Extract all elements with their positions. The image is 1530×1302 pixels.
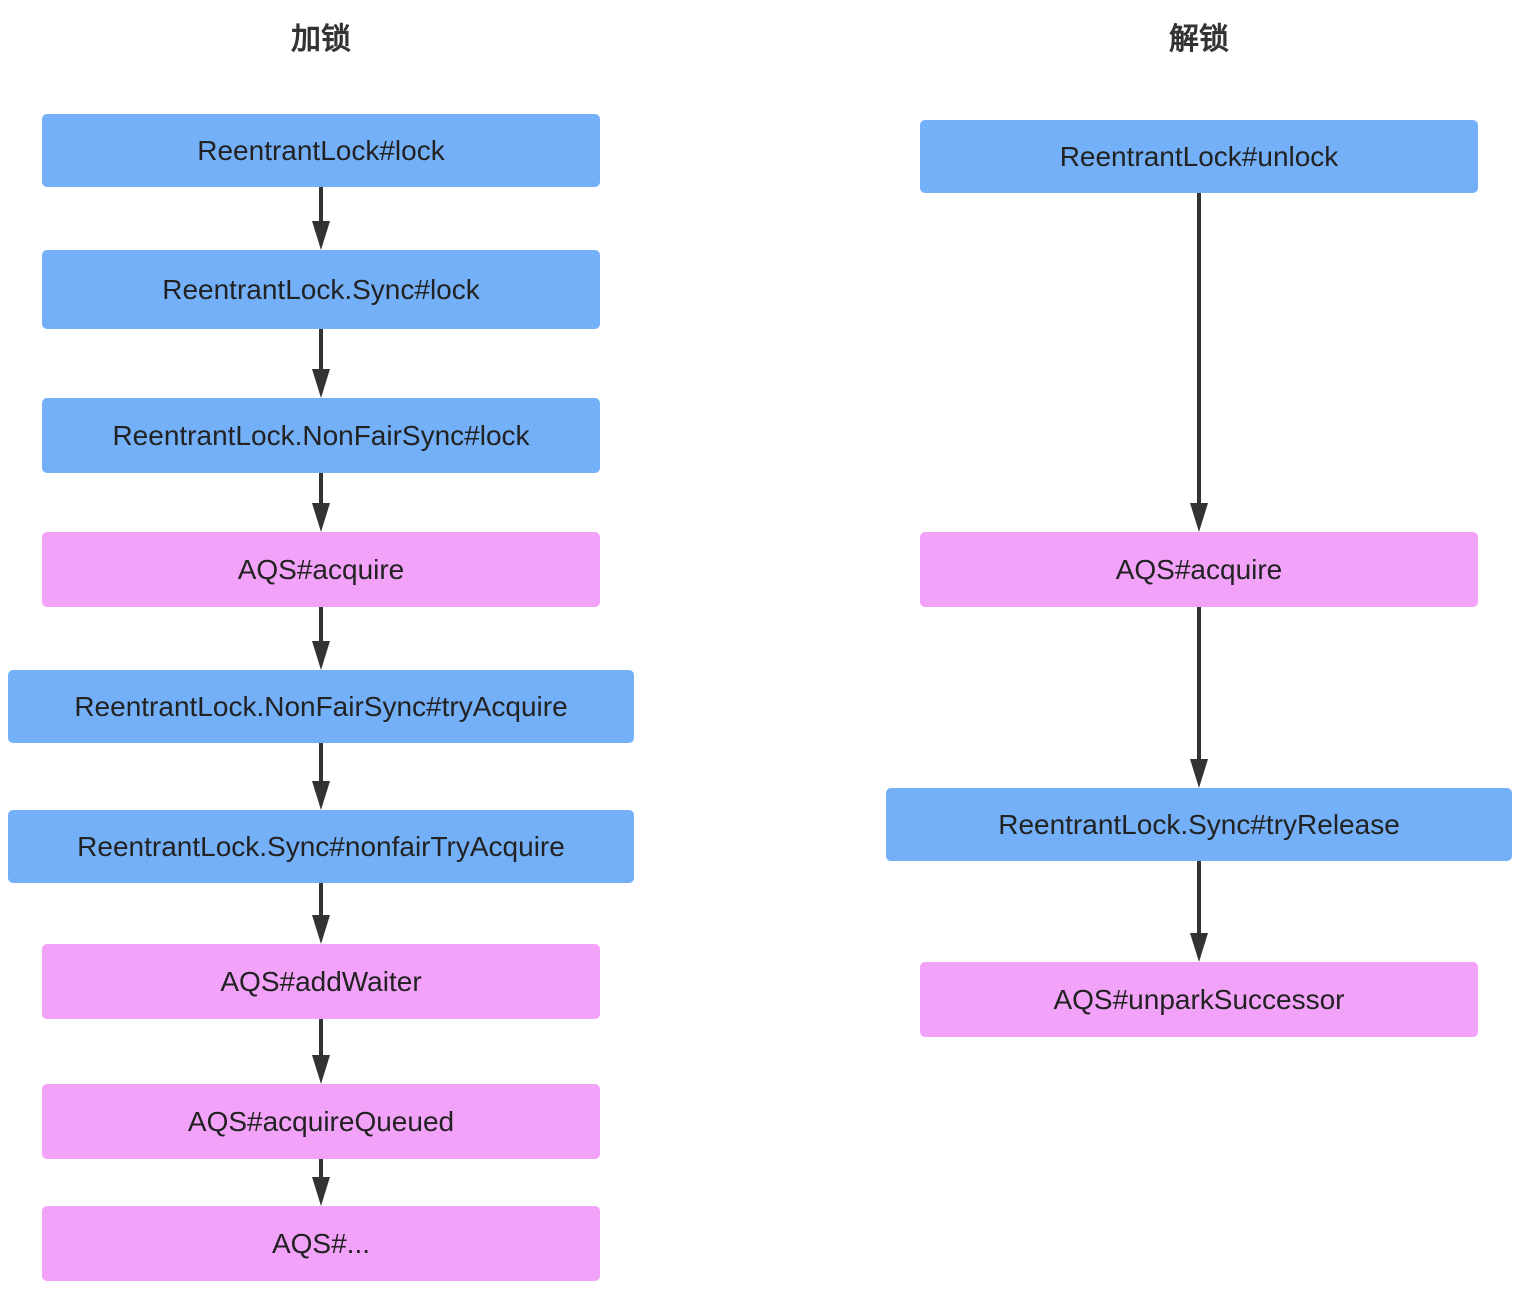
lock-step-aqs-acquire: AQS#acquire — [42, 532, 600, 607]
lock-step-sync-lock: ReentrantLock.Sync#lock — [42, 250, 600, 329]
arrowhead-unlock-3 — [1190, 933, 1208, 962]
unlock-step-aqs-unparksuccessor: AQS#unparkSuccessor — [920, 962, 1478, 1037]
unlock-flow-title: 解锁 — [1169, 22, 1229, 57]
unlock-step-aqs-acquire: AQS#acquire — [920, 532, 1478, 607]
unlock-step-reentrantlock-unlock: ReentrantLock#unlock — [920, 120, 1478, 193]
unlock-step-sync-tryrelease: ReentrantLock.Sync#tryRelease — [886, 788, 1512, 861]
arrowhead-unlock-2 — [1190, 759, 1208, 788]
lock-step-aqs-acquirequeued: AQS#acquireQueued — [42, 1084, 600, 1159]
lock-step-reentrantlock-lock: ReentrantLock#lock — [42, 114, 600, 187]
arrowhead-lock-7 — [312, 1055, 330, 1084]
arrowhead-lock-8 — [312, 1177, 330, 1206]
arrowhead-lock-4 — [312, 641, 330, 670]
arrowhead-lock-6 — [312, 915, 330, 944]
arrowhead-unlock-1 — [1190, 503, 1208, 532]
arrowhead-lock-2 — [312, 369, 330, 398]
lock-step-aqs-ellipsis: AQS#... — [42, 1206, 600, 1281]
lock-step-nonfairsync-tryacquire: ReentrantLock.NonFairSync#tryAcquire — [8, 670, 634, 743]
arrowhead-lock-3 — [312, 503, 330, 532]
lock-flow-title: 加锁 — [291, 22, 351, 57]
arrowhead-lock-5 — [312, 781, 330, 810]
lock-step-sync-nonfairtryacquire: ReentrantLock.Sync#nonfairTryAcquire — [8, 810, 634, 883]
lock-step-aqs-addwaiter: AQS#addWaiter — [42, 944, 600, 1019]
unlock-flow-arrows — [1190, 193, 1208, 962]
arrowhead-lock-1 — [312, 221, 330, 250]
lock-flow-arrows — [312, 187, 330, 1206]
lock-step-nonfairsync-lock: ReentrantLock.NonFairSync#lock — [42, 398, 600, 473]
